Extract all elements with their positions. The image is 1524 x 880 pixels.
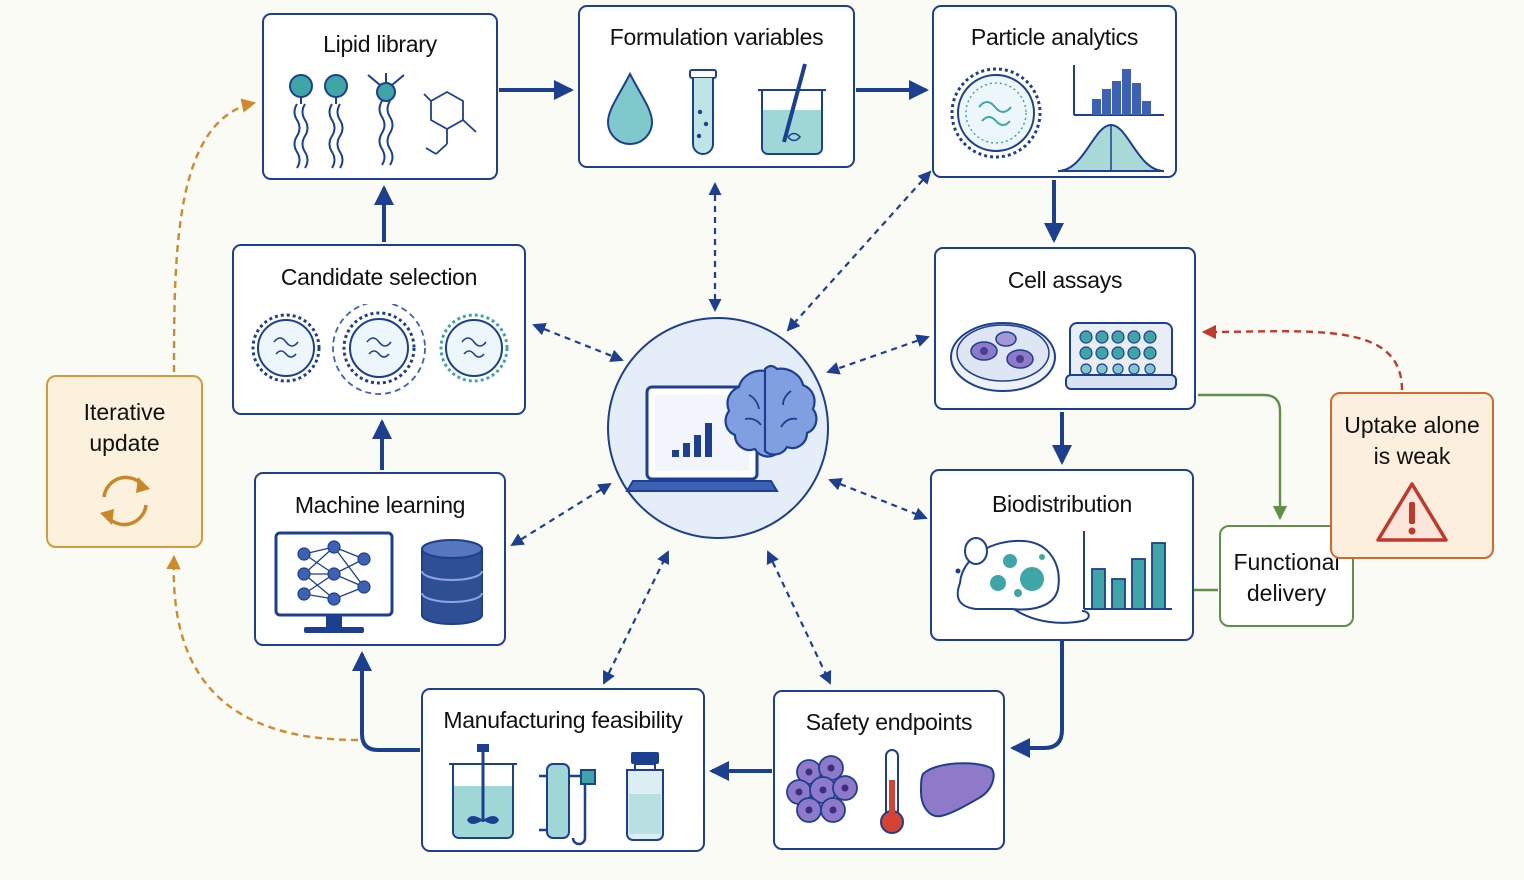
- vial-icon: [626, 752, 664, 841]
- branched-lipid-icon: [367, 73, 405, 166]
- liver-icon: [919, 762, 995, 818]
- node-label: Cell assays: [1007, 267, 1123, 293]
- candidate-selection-icons: [251, 304, 509, 395]
- bar-chart-icon: [1083, 531, 1172, 610]
- nanoparticle-icon: [950, 67, 1042, 159]
- cell-cluster-icon: [786, 755, 858, 823]
- node-lipid-library[interactable]: Lipid library: [262, 13, 498, 180]
- spoke-cell-assays: [826, 334, 930, 375]
- biodistribution-icons: [955, 531, 1172, 624]
- node-cell-assays[interactable]: Cell assays: [934, 247, 1196, 410]
- mixing-tank-icon: [449, 744, 517, 839]
- arrow-biodistribution-to-safety: [1010, 641, 1064, 758]
- bell-curve-icon: [1057, 123, 1165, 172]
- manufacturing-to-iterative-arrow: [166, 554, 359, 742]
- node-label: Machine learning: [294, 492, 466, 518]
- mouse-icon: [955, 537, 1090, 624]
- nanoparticle-icon: [251, 313, 321, 383]
- functional-delivery-line-1: Functional: [1233, 549, 1340, 575]
- droplet-icon: [606, 71, 654, 145]
- spoke-safety: [766, 550, 832, 685]
- neural-network-monitor-icon: [274, 531, 394, 633]
- lipid-molecule-icon: [289, 74, 313, 169]
- uptake-alone-is-weak-box[interactable]: Uptake alone is weak: [1330, 392, 1494, 559]
- node-label: Biodistribution: [992, 491, 1132, 517]
- ml-hub[interactable]: [607, 317, 829, 539]
- node-machine-learning[interactable]: Machine learning: [254, 472, 506, 646]
- node-label: Candidate selection: [280, 264, 478, 290]
- selected-nanoparticle-icon: [332, 304, 426, 395]
- thermometer-icon: [880, 749, 904, 834]
- cell-assays-to-functional-arrow: [1198, 393, 1288, 521]
- histogram-icon: [1073, 65, 1164, 116]
- nanoparticle-icon: [439, 313, 509, 383]
- lipid-library-icons: [289, 73, 477, 169]
- chemical-structure-icon: [423, 90, 477, 155]
- node-safety-endpoints[interactable]: Safety endpoints: [773, 690, 1005, 850]
- node-candidate-selection[interactable]: Candidate selection: [232, 244, 526, 415]
- arrow-manufacturing-to-ml: [352, 651, 420, 752]
- database-icon: [421, 539, 483, 625]
- spoke-biodistribution: [828, 477, 928, 521]
- lipid-molecule-icon: [324, 74, 348, 169]
- manufacturing-feasibility-icons: [449, 744, 664, 846]
- brain-icon: [724, 364, 818, 458]
- spoke-manufacturing: [602, 550, 670, 685]
- machine-learning-icons: [274, 531, 483, 633]
- iterative-update-line-2: update: [89, 430, 160, 456]
- cell-assays-icons: [950, 322, 1177, 392]
- weak-uptake-feedback-arrow: [1201, 324, 1404, 391]
- refresh-cycle-icon: [99, 475, 150, 527]
- node-label: Formulation variables: [609, 24, 824, 50]
- well-plate-icon: [1065, 322, 1177, 390]
- flow-column-icon: [539, 763, 596, 846]
- hub-icons: [625, 364, 818, 492]
- node-label: Safety endpoints: [805, 709, 973, 735]
- node-label: Manufacturing feasibility: [443, 707, 683, 733]
- petri-dish-cells-icon: [950, 322, 1056, 392]
- spoke-particle-analytics: [786, 170, 932, 332]
- spoke-machine-learning: [510, 482, 612, 547]
- node-biodistribution[interactable]: Biodistribution: [930, 469, 1194, 641]
- particle-analytics-icons: [950, 65, 1165, 172]
- test-tube-icon: [689, 69, 717, 155]
- node-label: Lipid library: [323, 31, 437, 57]
- node-particle-analytics[interactable]: Particle analytics: [932, 5, 1177, 178]
- node-label: Particle analytics: [970, 24, 1139, 50]
- beaker-stirring-icon: [758, 63, 826, 155]
- functional-delivery-line-2: delivery: [1246, 580, 1327, 606]
- node-manufacturing-feasibility[interactable]: Manufacturing feasibility: [421, 688, 705, 852]
- uptake-weak-line-1: Uptake alone: [1344, 412, 1480, 438]
- uptake-weak-line-2: is weak: [1373, 443, 1451, 469]
- safety-endpoints-icons: [786, 749, 995, 834]
- formulation-variables-icons: [606, 63, 826, 155]
- iterative-update-box[interactable]: Iterative update: [46, 375, 203, 548]
- iterative-update-line-1: Iterative: [83, 399, 166, 425]
- warning-triangle-icon: [1376, 482, 1448, 542]
- spoke-candidate-selection: [532, 323, 624, 362]
- node-formulation-variables[interactable]: Formulation variables: [578, 5, 855, 168]
- iterative-to-lipid-arrow: [172, 98, 257, 373]
